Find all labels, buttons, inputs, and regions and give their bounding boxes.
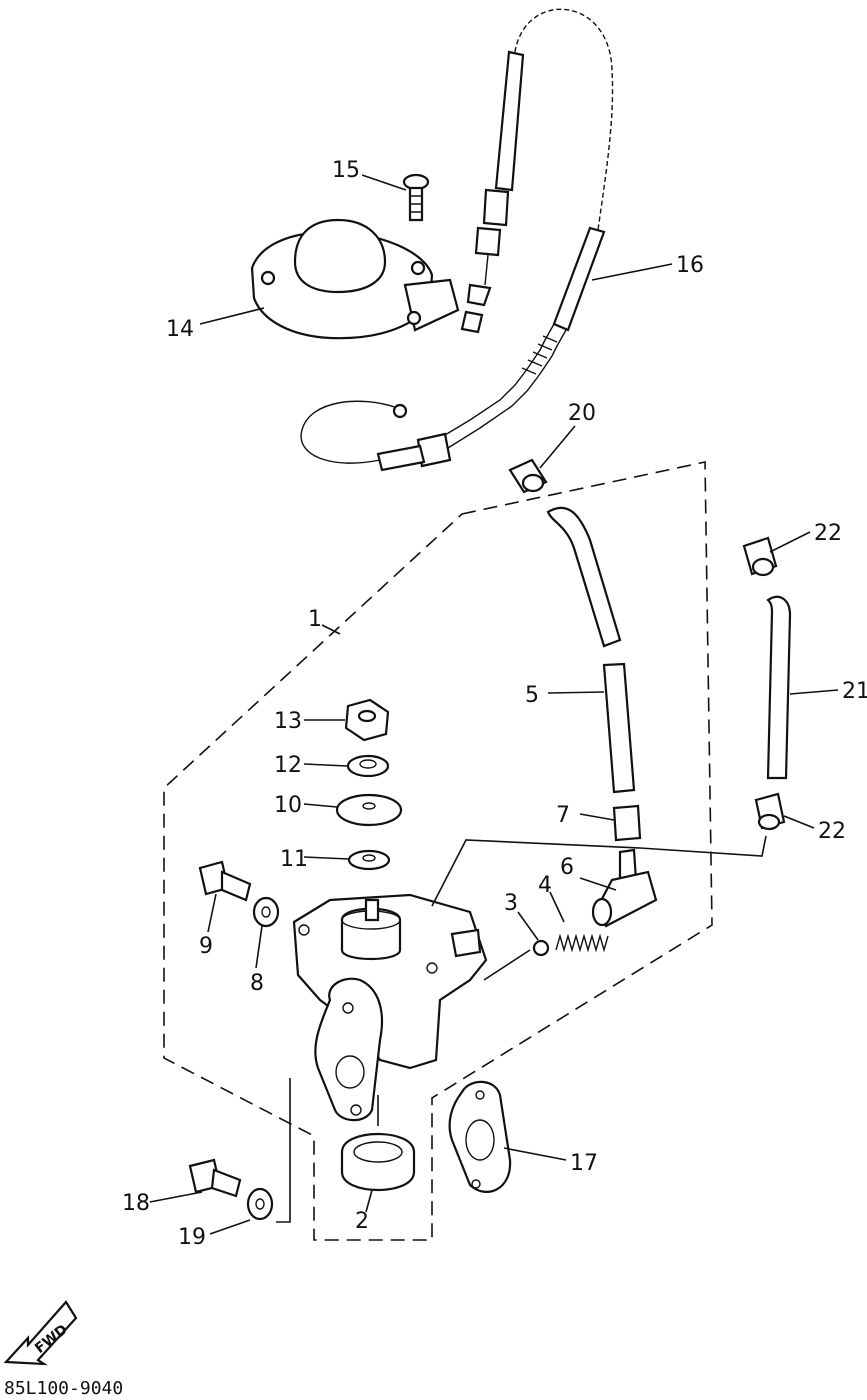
- cap-part-20: [508, 458, 548, 494]
- callout-7: 7: [556, 803, 570, 828]
- callout-15: 15: [332, 158, 360, 183]
- callout-11: 11: [280, 847, 308, 872]
- bolt-part-9: [198, 860, 252, 902]
- callout-13: 13: [274, 709, 302, 734]
- leader-lines: [149, 174, 839, 1235]
- callout-6: 6: [560, 855, 574, 880]
- cap-part-22-upper: [742, 536, 778, 577]
- diaphragm-part-10: [335, 793, 403, 827]
- callout-4: 4: [538, 873, 552, 898]
- callout-16: 16: [676, 253, 704, 278]
- oil-seal-part-2: [340, 1133, 416, 1191]
- hose-part-21: [766, 595, 792, 780]
- washer-part-11: [347, 849, 391, 871]
- pump-body-part-1: [292, 893, 488, 1122]
- callout-22-upper: 22: [814, 521, 842, 546]
- bolt-part-18: [188, 1158, 242, 1198]
- callout-17: 17: [570, 1151, 598, 1176]
- joint-part-7: [612, 804, 642, 842]
- gasket-part-17: [448, 1080, 512, 1193]
- callout-1: 1: [308, 607, 322, 632]
- cover-part-14: [250, 218, 460, 340]
- cap-part-22-lower: [754, 792, 786, 831]
- fwd-arrow-icon: FWD: [3, 1300, 78, 1366]
- callout-10: 10: [274, 793, 302, 818]
- callout-5: 5: [525, 683, 539, 708]
- nut-part-13: [344, 698, 390, 742]
- hose-part-5: [546, 506, 636, 794]
- callout-18: 18: [122, 1191, 150, 1216]
- callout-8: 8: [250, 971, 264, 996]
- cable-part-16: [300, 8, 614, 472]
- callout-14: 14: [166, 317, 194, 342]
- screw-part-15: [402, 173, 430, 222]
- assembly-1-boundary: [163, 461, 713, 1241]
- spring-part-4: [555, 933, 609, 953]
- callout-19: 19: [178, 1225, 206, 1250]
- callout-9: 9: [199, 934, 213, 959]
- callout-21: 21: [842, 679, 867, 704]
- lock-washer-part-12: [346, 754, 390, 778]
- washer-part-19: [246, 1187, 274, 1221]
- callout-12: 12: [274, 753, 302, 778]
- elbow-fitting-part-6: [591, 848, 658, 928]
- callout-3: 3: [504, 891, 518, 916]
- ball-part-3: [532, 939, 550, 957]
- callout-22-lower: 22: [818, 819, 846, 844]
- figure-code: 85L100-9040: [4, 1378, 123, 1399]
- washer-part-8: [252, 896, 280, 928]
- callout-20: 20: [568, 401, 596, 426]
- callout-2: 2: [355, 1209, 369, 1234]
